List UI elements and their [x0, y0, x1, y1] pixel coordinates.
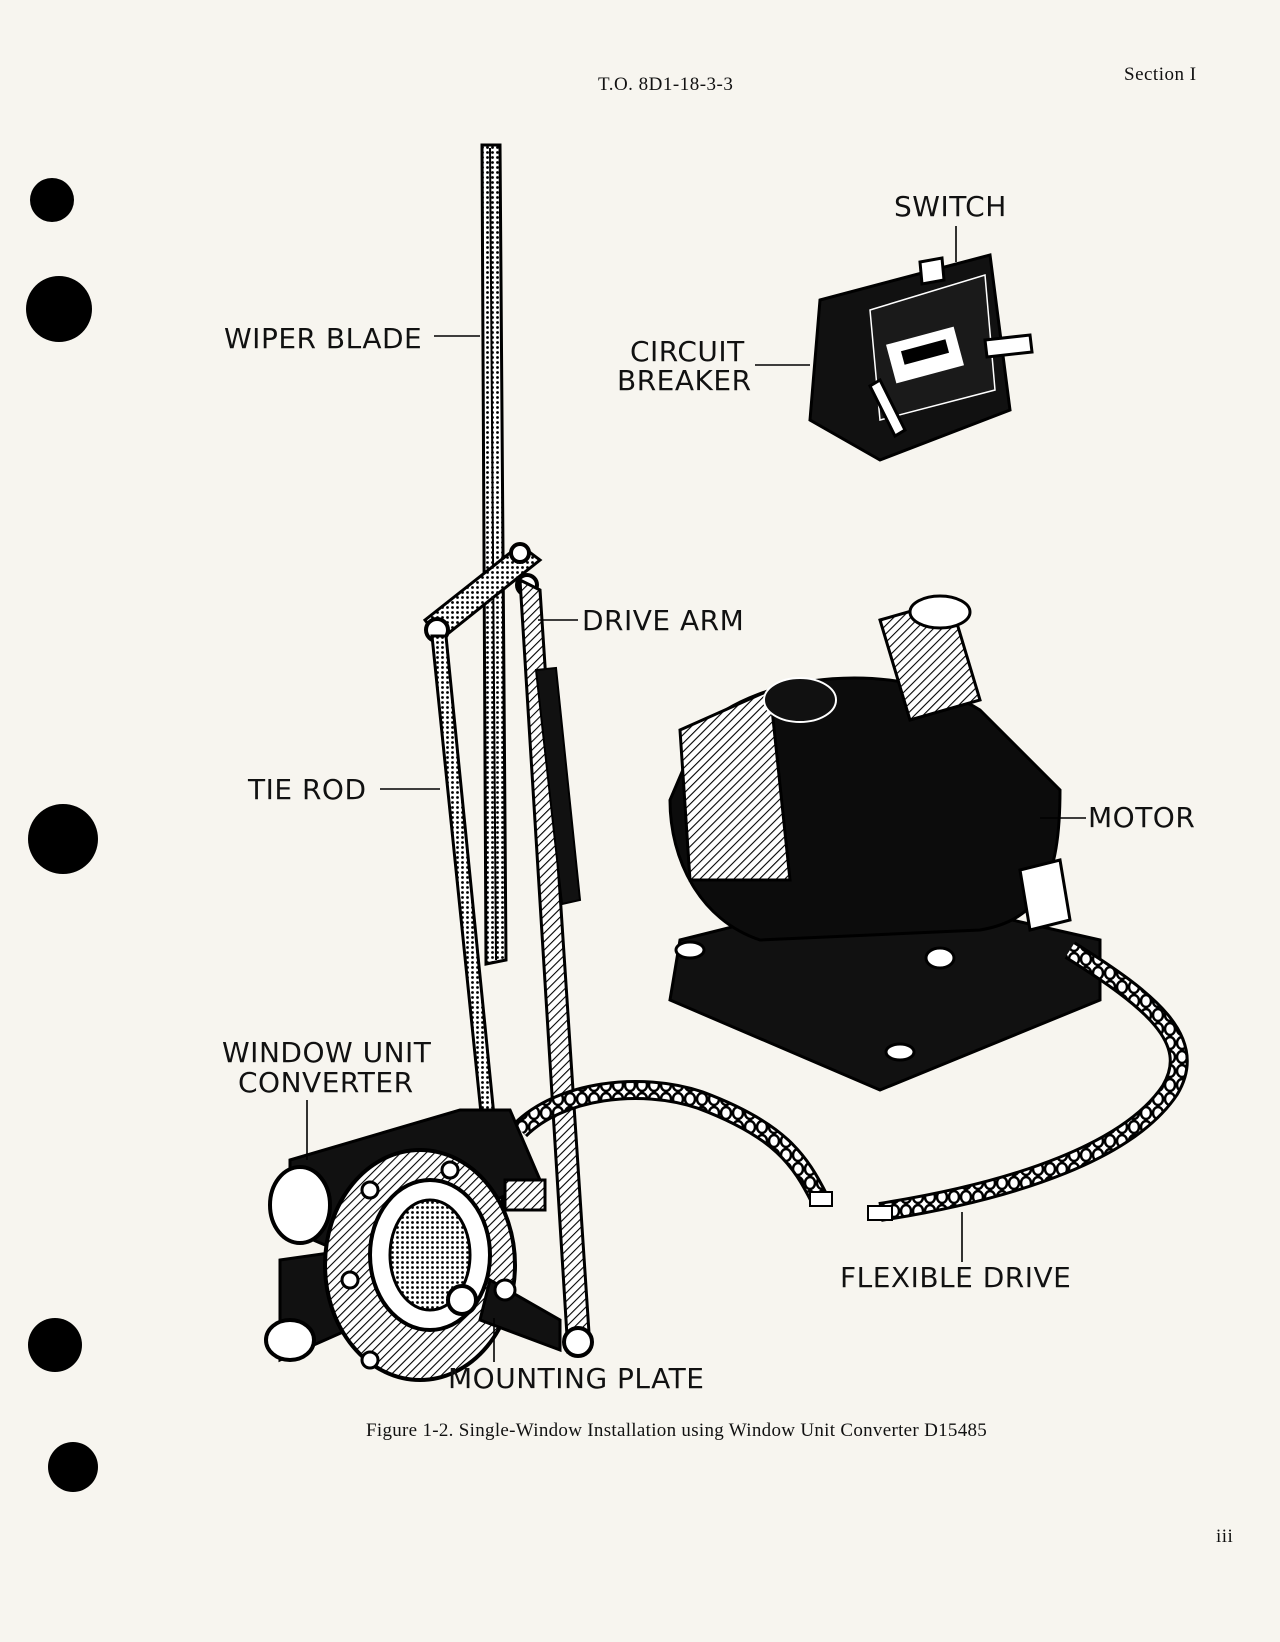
- label-tie-rod: TIE ROD: [248, 773, 367, 806]
- binder-hole: [30, 178, 74, 222]
- label-converter-line2: CONVERTER: [238, 1066, 414, 1099]
- section-heading: Section I: [1124, 64, 1197, 85]
- wiper-blade: [480, 143, 508, 966]
- flexible-drive: [512, 941, 1189, 1222]
- label-circuit-breaker-line2: BREAKER: [617, 364, 752, 397]
- drive-arm: [422, 542, 594, 1358]
- label-converter-line1: WINDOW UNIT: [222, 1036, 432, 1069]
- binder-hole: [48, 1442, 98, 1492]
- label-mounting-plate: MOUNTING PLATE: [448, 1362, 705, 1395]
- document-number: T.O. 8D1-18-3-3: [598, 74, 734, 95]
- label-switch: SWITCH: [894, 190, 1007, 223]
- page-number: iii: [1216, 1526, 1234, 1547]
- leader-lines: [306, 226, 1086, 1362]
- label-wiper-blade: WIPER BLADE: [224, 322, 423, 355]
- mounting-plate: [323, 1148, 562, 1382]
- figure-caption: Figure 1-2. Single-Window Installation u…: [366, 1420, 988, 1441]
- binder-hole: [28, 1318, 82, 1372]
- label-motor: MOTOR: [1088, 801, 1196, 834]
- label-circuit-breaker-line1: CIRCUIT: [630, 335, 745, 368]
- label-drive-arm: DRIVE ARM: [582, 604, 745, 637]
- label-flexible-drive: FLEXIBLE DRIVE: [840, 1261, 1072, 1294]
- switch-circuit-breaker-assembly: [808, 253, 1034, 462]
- motor: [668, 594, 1102, 1092]
- binder-hole: [26, 276, 92, 342]
- binder-hole: [28, 804, 98, 874]
